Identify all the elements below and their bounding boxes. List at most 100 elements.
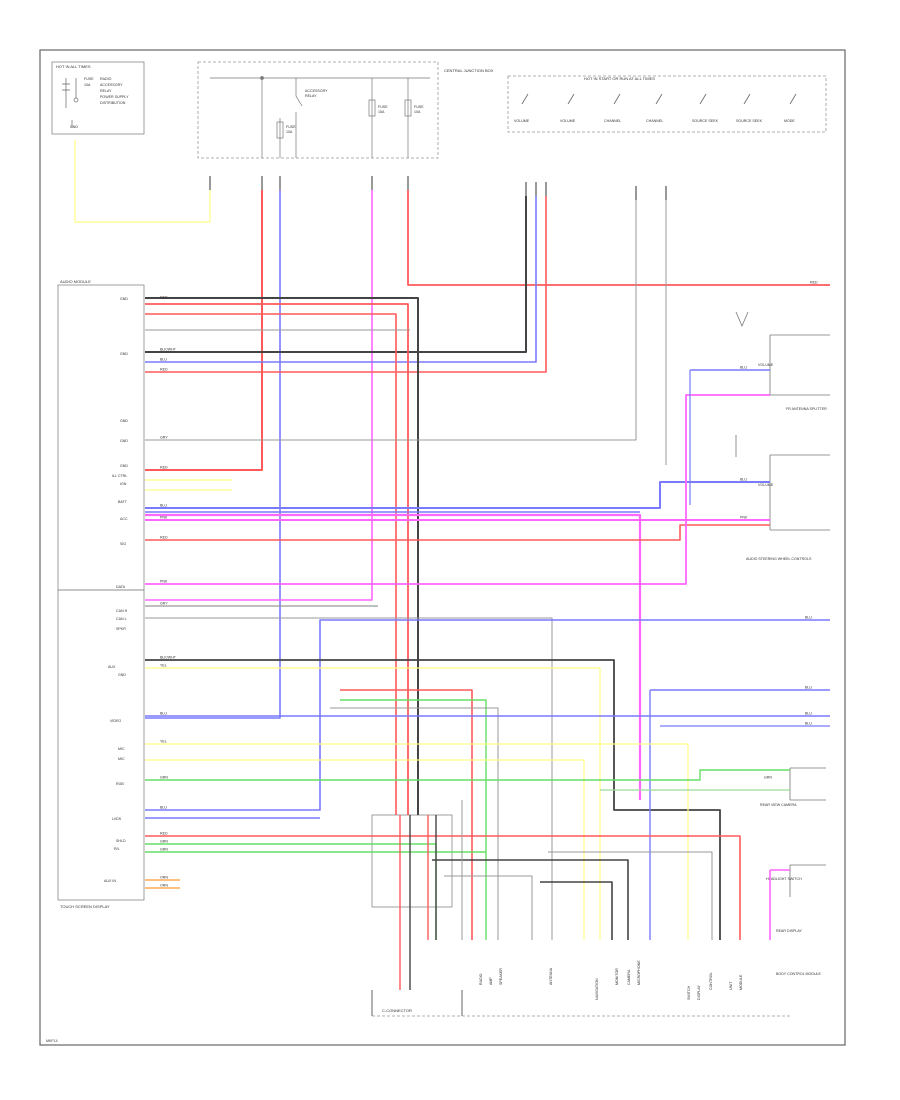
wire-49 [548,851,713,940]
wire-25 [145,617,553,940]
wire-10 [145,313,397,815]
svg-text:SHLD: SHLD [116,839,126,843]
wire-tag: GRN [160,840,168,844]
junction-text: ACCESSORY RELAY FUSE 10A FUSE 15A FUSE 1… [286,89,424,134]
svg-text:MONITOR: MONITOR [615,968,619,985]
fuse-symbols-left [62,78,79,128]
wire-tag: BLU [160,712,167,716]
wire-45 [769,869,790,940]
svg-text:AUX: AUX [108,665,116,669]
wire-17 [145,513,642,800]
svg-text:CONTROL: CONTROL [709,972,713,990]
svg-text:MODULE: MODULE [739,974,743,990]
wire-29 [340,689,473,940]
wire-36 [145,759,585,940]
svg-text:15A: 15A [378,110,385,114]
wire-21 [145,394,770,585]
svg-text:NAVIGATION: NAVIGATION [595,978,599,1000]
wire-tags: REDBLK/WHTBLUREDGRYREDBLUPNKREDPNKGRYBLK… [160,281,818,888]
hot-at-all-times-label: HOT IN ALL TIMES [56,64,91,69]
wire-tag: BLU [805,722,812,726]
svg-text:SPKR: SPKR [116,627,126,631]
wire-tag: RED [160,536,168,540]
wire-33 [649,689,830,940]
wire-tag: YEL [160,740,167,744]
wire-2 [145,190,373,601]
svg-text:ILL CTRL: ILL CTRL [112,474,127,478]
c-connector-label: C-CONNECTOR [382,1008,412,1013]
svg-text:ACC: ACC [120,517,128,521]
svg-text:MICROPHONE: MICROPHONE [637,960,641,985]
svg-text:RADIO: RADIO [100,77,112,81]
wire-tag: RED [810,281,818,285]
svg-text:FUSE: FUSE [286,125,296,129]
svg-text:POWER SUPPLY: POWER SUPPLY [100,95,129,99]
svg-text:VOLUME: VOLUME [560,119,576,123]
hot-at-all-times-box [51,61,145,135]
wire-1 [145,190,281,719]
wire-31 [330,707,499,940]
svg-text:RADIO: RADIO [479,973,483,985]
connector-ground-bracket [371,990,463,1016]
wire-8 [145,297,419,815]
svg-text:GND: GND [120,419,128,423]
svg-text:SOURCE SEEK: SOURCE SEEK [692,119,719,123]
wire-tag: GRN [160,848,168,852]
wire-tag: GRN [764,776,772,780]
wire-0 [145,190,263,471]
svg-text:GND: GND [120,439,128,443]
svg-text:GND: GND [118,673,126,677]
audio-module-label: AUDIO MODULE [60,279,91,284]
svg-text:CAN H: CAN H [116,609,128,613]
svg-text:GND: GND [120,297,128,301]
wire-tag: GRY [160,602,168,606]
svg-text:AMP: AMP [489,977,493,985]
svg-text:GND: GND [70,125,78,129]
wire-20 [145,524,770,541]
module-pin-labels: GND GND GND GND GND ILL CTRL IGN BATT AC… [104,297,128,883]
wire-35 [145,743,689,940]
svg-text:AUX IN: AUX IN [104,879,116,883]
wire-tag: PNK [740,516,748,520]
wire-tag: BLK/WHT [160,656,177,660]
svg-text:BODY CONTROL MODULE: BODY CONTROL MODULE [776,972,822,976]
wire-37 [145,769,790,781]
wire-tag: RED [160,466,168,470]
svg-text:SOURCE SEEK: SOURCE SEEK [736,119,763,123]
top-connector-stubs [209,176,667,200]
svg-text:RGB: RGB [116,782,124,786]
wire-48 [540,881,613,940]
svg-text:UNIT: UNIT [729,981,733,990]
svg-text:CHANNEL: CHANNEL [646,119,663,123]
steering-switch-label: HOT IN START OR RUN AT ALL TIMES [584,76,655,81]
central-junction-box [197,61,439,159]
svg-text:DATA: DATA [116,585,126,589]
wire-27 [145,659,721,940]
wire-30 [340,699,487,940]
wire-4 [74,140,211,223]
wire-tag: PNK [160,580,168,584]
wire-28 [145,667,601,940]
svg-text:BATT: BATT [118,500,128,504]
svg-text:AUDIO STEERING WHEEL CONTROLS: AUDIO STEERING WHEEL CONTROLS [746,557,812,561]
svg-text:VOLUME: VOLUME [758,483,774,487]
svg-text:VOLUME: VOLUME [514,119,530,123]
wire-tag: BLU [805,686,812,690]
wire-tag: ORN [160,876,168,880]
right-component-boxes [735,311,830,897]
wire-12 [145,200,637,441]
bottom-vertical-labels: RADIO AMP SPEAKER ANTENNA NAVIGATION MON… [479,960,822,1000]
wire-tag: BLK/WHT [160,348,177,352]
svg-text:ACCESSORY: ACCESSORY [305,89,328,93]
fuse-text-left: FUSE 10A RADIO ACCESSORY RELAY POWER SUP… [70,77,129,129]
wire-26 [145,619,830,811]
wire-tag: GRY [160,436,168,440]
wire-46 [432,859,629,940]
svg-text:10A: 10A [84,83,91,87]
wire-41 [145,843,437,940]
svg-text:VIDEO: VIDEO [110,719,121,723]
svg-text:REAR VIEW CAMERA: REAR VIEW CAMERA [760,803,797,807]
wire-tag: ORN [160,884,168,888]
wire-tag: BLU [160,806,167,810]
wire-tag: BLU [805,712,812,716]
